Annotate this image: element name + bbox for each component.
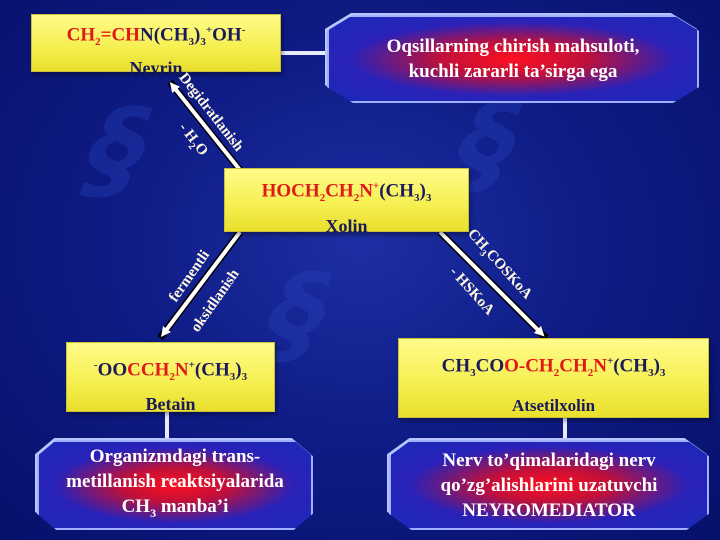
formula-sub: 2	[169, 371, 175, 384]
formula-sub: 3	[229, 371, 236, 384]
formula-sub: 2	[353, 192, 360, 205]
formula-part: =CH	[100, 24, 140, 46]
note-part: CH	[121, 496, 151, 518]
formula-part: OH	[212, 24, 242, 46]
arrow-to-betain	[160, 230, 242, 337]
atsetilxolin-formula: CH3COO-CH2CH2N+(CH3)3	[399, 350, 708, 384]
formula-part: C	[127, 359, 141, 381]
formula-part: CO	[475, 355, 505, 377]
neyrin-box: CH2=CHN(CH3)3+OH- Neyrin	[31, 14, 281, 78]
formula-sub: 3	[188, 36, 195, 49]
formula-sub: 3	[659, 367, 666, 380]
atsetilxolin-box: CH3COO-CH2CH2N+(CH3)3 Atsetilxolin	[398, 338, 709, 418]
formula-sup: -	[93, 359, 98, 371]
neyrin-name: Neyrin	[129, 58, 183, 79]
betain-note-line1: Organizmdagi trans-	[89, 446, 261, 468]
betain-note: Organizmdagi trans- metillanish reaktsiy…	[37, 440, 313, 530]
xolin-name: Xolin	[325, 216, 368, 237]
note-sub: 3	[150, 505, 157, 520]
formula-part: )	[194, 24, 201, 46]
neyrin-note-line2: kuchli zararli ta’sirga ega	[408, 61, 618, 82]
atsetil-note-line2: qo’zg’alishlarini uzatuvchi	[440, 474, 658, 496]
formula-part: CH	[140, 359, 170, 381]
formula-sub: 3	[200, 36, 206, 49]
formula-sub: 2	[95, 36, 101, 49]
formula-part: CH	[441, 355, 471, 377]
formula-part: (CH	[153, 24, 189, 46]
formula-sub: 3	[241, 371, 248, 384]
formula-sub: 3	[425, 192, 432, 205]
betain-name: Betain	[145, 394, 196, 415]
formula-part: )	[235, 359, 242, 381]
formula-part: N	[139, 24, 154, 46]
formula-sup: -	[241, 24, 246, 36]
arrow-to-neyrin	[169, 82, 242, 172]
formula-sub: 3	[648, 367, 654, 380]
formula-part: CH	[325, 180, 354, 202]
formula-part: OO	[97, 359, 128, 381]
xolin-formula: HOCH2CH2N+(CH3)3	[225, 175, 468, 209]
formula-part: (CH	[379, 180, 415, 202]
neyrin-formula: CH2=CHN(CH3)3+OH-	[32, 19, 280, 53]
betain-box: -OOCCH2N+(CH3)3 Betain	[66, 342, 275, 415]
betain-note-line2: metillanish reaktsiyalarida	[66, 471, 284, 493]
atsetil-note-line3: NEYROMEDIATOR	[462, 499, 636, 521]
formula-part: )	[653, 355, 660, 377]
formula-sup: +	[372, 180, 380, 192]
atsetilxolin-name: Atsetilxolin	[511, 396, 596, 416]
formula-sup: +	[205, 24, 213, 36]
formula-part: (CH	[613, 355, 649, 377]
formula-sup: +	[606, 355, 614, 367]
betain-note-line3: CH3 manba’i	[122, 494, 229, 526]
note-part: manba’i	[156, 496, 229, 518]
formula-sub: 2	[587, 367, 594, 380]
atsetil-note-line1: Nerv to’qimalaridagi nerv	[442, 449, 656, 471]
formula-sub: 2	[553, 367, 560, 380]
formula-part: N	[593, 355, 607, 377]
neyrin-note: Oqsillarning chirish mahsuloti, kuchli z…	[327, 15, 699, 103]
arrow-to-atsetilxolin	[438, 230, 545, 337]
formula-part: )	[419, 180, 426, 202]
atsetil-note: Nerv to’qimalaridagi nerv qo’zg’alishlar…	[389, 440, 709, 530]
formula-sup: +	[188, 359, 195, 371]
formula-part: CH	[559, 355, 588, 377]
formula-part: CH	[66, 24, 96, 46]
formula-sub: 3	[470, 367, 476, 380]
formula-sub: 2	[319, 192, 326, 205]
formula-part: (CH	[194, 359, 230, 381]
formula-part: O-CH	[504, 355, 554, 377]
xolin-box: HOCH2CH2N+(CH3)3 Xolin	[224, 168, 469, 236]
formula-part: N	[174, 359, 189, 381]
betain-formula: -OOCCH2N+(CH3)3	[67, 354, 274, 388]
neyrin-note-line1: Oqsillarning chirish mahsuloti,	[386, 36, 640, 57]
formula-part: N	[359, 180, 373, 202]
formula-part: HOCH	[261, 180, 320, 202]
formula-sub: 3	[414, 192, 420, 205]
